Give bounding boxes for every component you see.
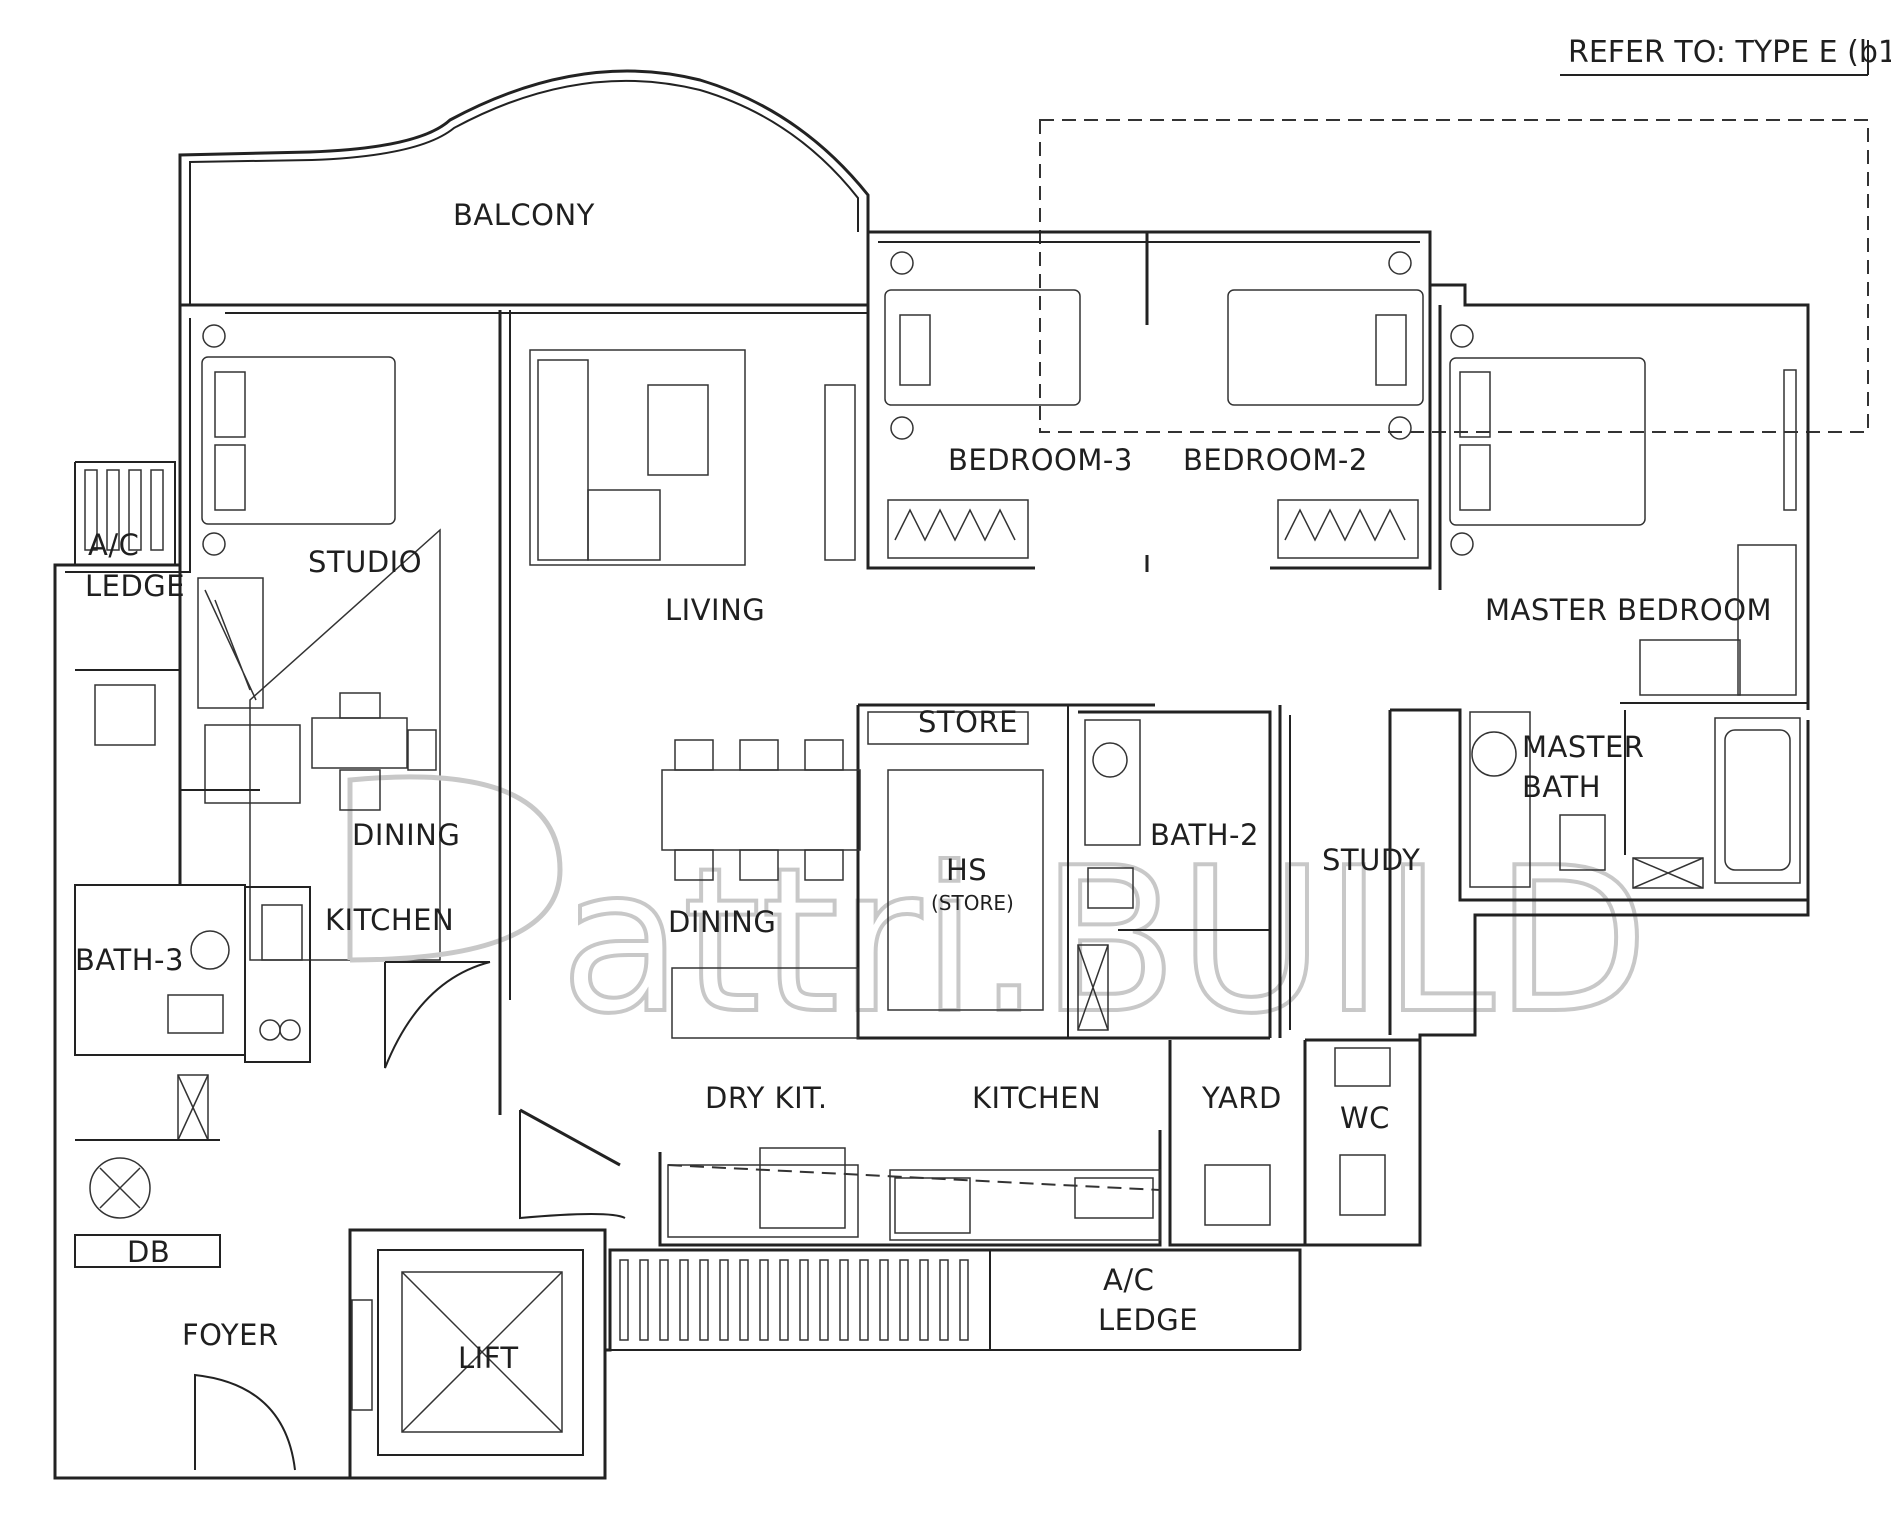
yard-label: YARD: [1201, 1081, 1282, 1115]
ac-ledge-bottom: A/C LEDGE: [609, 1249, 1301, 1351]
ac-ledge-left-label-2: LEDGE: [85, 569, 185, 603]
ac-ledge-bottom-label-1: A/C: [1103, 1263, 1154, 1297]
master-bedroom-label: MASTER BEDROOM: [1485, 593, 1772, 627]
studio-dining-label: DINING: [352, 818, 460, 852]
yard: YARD: [1168, 1040, 1307, 1247]
ac-ledge-bottom-label-2: LEDGE: [1098, 1303, 1198, 1337]
bedroom-2: BEDROOM-2: [1183, 251, 1432, 570]
bedroom-3: BEDROOM-3: [866, 232, 1149, 572]
living-room: LIVING: [529, 349, 856, 627]
foyer-label: FOYER: [182, 1318, 279, 1352]
bath-3-label: BATH-3: [75, 943, 184, 977]
ac-ledge-left: A/C LEDGE: [75, 469, 185, 671]
bath-2-label: BATH-2: [1150, 818, 1259, 852]
store-label: STORE: [918, 705, 1018, 739]
studio-label: STUDIO: [308, 545, 422, 579]
studio-kitchen-label: KITCHEN: [325, 903, 454, 937]
master-bath-label-2: BATH: [1522, 770, 1601, 804]
master-bedroom: MASTER BEDROOM: [1438, 305, 1808, 704]
bedroom-2-label: BEDROOM-2: [1183, 443, 1368, 477]
lift-label: LIFT: [458, 1341, 519, 1375]
studio-kitchen: KITCHEN: [244, 886, 491, 1069]
hs-sublabel: (STORE): [931, 891, 1014, 915]
bath-3: BATH-3: [74, 684, 246, 1141]
wc-label: WC: [1340, 1101, 1390, 1135]
watermark: attri.BUILD: [249, 528, 1651, 1060]
kitchen-label: KITCHEN: [972, 1081, 1101, 1115]
hs-label: HS: [946, 853, 987, 887]
kitchen-area: DRY KIT. KITCHEN: [519, 1081, 1162, 1247]
wc: WC: [1305, 1038, 1422, 1245]
balcony: [178, 69, 870, 314]
dining-label: DINING: [668, 905, 776, 939]
dry-kitchen-label: DRY KIT.: [705, 1081, 828, 1115]
reference-note: REFER TO: TYPE E (b1): [1039, 35, 1891, 433]
studio-room: STUDIO DINING: [180, 310, 511, 1115]
study: STUDY: [1278, 705, 1420, 1038]
master-bath: MASTER BATH: [1390, 708, 1808, 902]
living-label: LIVING: [665, 593, 765, 627]
reference-note-text: REFER TO: TYPE E (b1): [1568, 35, 1891, 70]
store-and-hs: STORE HS (STORE): [856, 703, 1270, 1040]
master-bath-label-1: MASTER: [1522, 730, 1644, 764]
bath-2: BATH-2: [1077, 710, 1272, 1038]
foyer: DB FOYER: [74, 1157, 296, 1471]
dining-area: DINING: [661, 739, 861, 1039]
balcony-label: BALCONY: [453, 198, 595, 232]
ac-ledge-left-label-1: A/C: [88, 528, 139, 562]
bedroom-3-label: BEDROOM-3: [948, 443, 1133, 477]
lift: LIFT: [348, 1228, 607, 1480]
study-label: STUDY: [1322, 843, 1420, 877]
watermark-text: attri.BUILD: [560, 825, 1649, 1058]
db-label: DB: [127, 1235, 170, 1269]
